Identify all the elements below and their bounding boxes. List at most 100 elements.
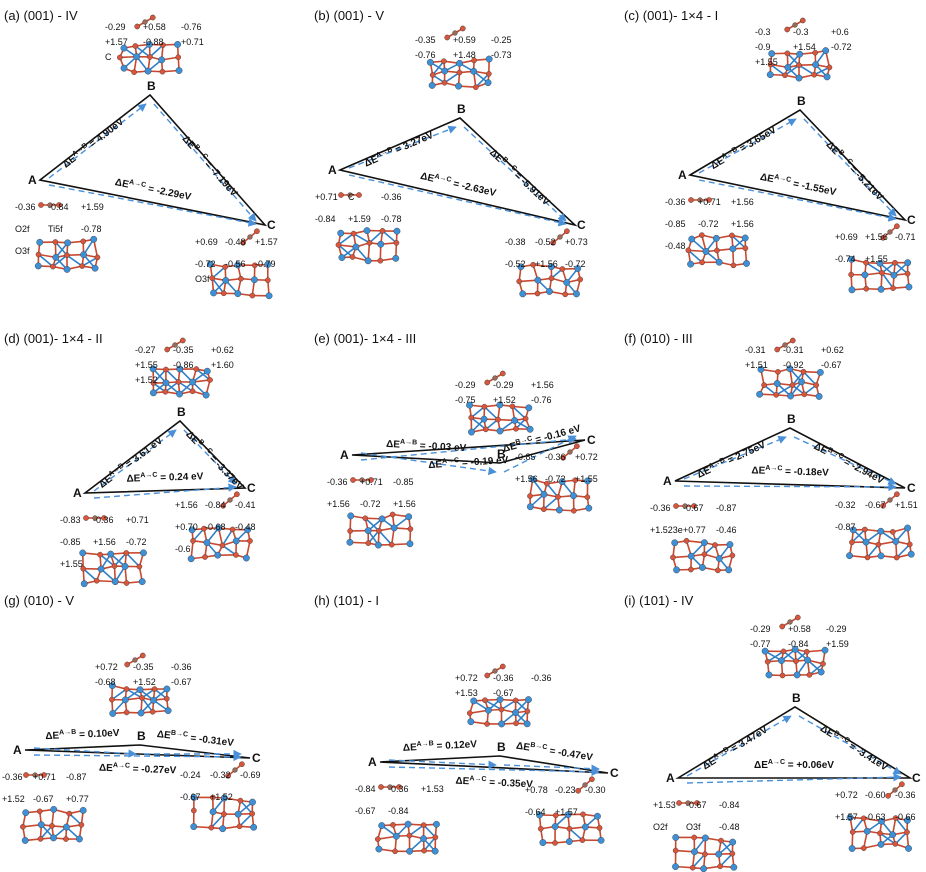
- charge-label: -0.36: [493, 673, 514, 683]
- o-atom: [164, 695, 170, 702]
- ti-atom: [529, 475, 537, 483]
- vertex-b: B: [787, 412, 796, 426]
- o-atom: [368, 477, 374, 483]
- o-atom: [220, 502, 226, 509]
- co2-c: [880, 223, 900, 241]
- structure-a: [346, 511, 414, 549]
- o-atom: [555, 494, 561, 500]
- charge-label: +1.56: [175, 500, 198, 510]
- ti-atom: [498, 720, 505, 728]
- o-atom: [389, 511, 396, 518]
- charge-label: -0.78: [381, 214, 402, 224]
- bond: [408, 824, 425, 837]
- charge-label: -0.31: [783, 345, 804, 355]
- o-atom: [50, 263, 56, 270]
- energy-value: = -0.31eV: [187, 733, 235, 749]
- ti-atom: [688, 235, 696, 243]
- c-atom: [887, 497, 893, 503]
- ti-atom: [175, 67, 183, 74]
- energy-value: = -3.37eV: [205, 451, 245, 492]
- bond: [82, 568, 98, 582]
- ti-atom: [581, 823, 589, 831]
- vertex-c: C: [907, 213, 916, 227]
- o-atom: [193, 366, 200, 372]
- charge-label: +1.54: [793, 42, 816, 52]
- charge-label: +0.62: [821, 345, 844, 355]
- o-atom: [495, 416, 501, 423]
- ti-atom: [804, 656, 811, 664]
- ti-atom: [63, 266, 71, 273]
- o-atom: [481, 403, 488, 410]
- ti-atom: [511, 417, 518, 424]
- panel-title: (h) (101) - I: [314, 593, 379, 608]
- o-atom: [673, 503, 679, 509]
- ti-atom: [232, 537, 240, 545]
- ti-atom: [466, 401, 473, 409]
- delta-e: ΔE: [428, 459, 443, 471]
- charge-label: -0.72: [360, 499, 381, 509]
- ti-atom: [796, 50, 804, 58]
- c-atom: [792, 22, 798, 28]
- co2-c: [220, 491, 240, 509]
- o-atom: [848, 271, 854, 278]
- delta-e: ΔE: [696, 465, 713, 481]
- o-atom: [534, 290, 541, 297]
- charge-label: +1.60: [211, 360, 234, 370]
- charge-label: -0.68: [205, 522, 226, 532]
- ti-atom: [190, 823, 198, 831]
- o-atom: [123, 686, 130, 692]
- o-atom: [459, 25, 466, 32]
- bond: [211, 266, 226, 279]
- bond: [337, 244, 354, 258]
- bond: [38, 253, 54, 268]
- o-atom: [877, 830, 883, 837]
- ti-atom: [455, 82, 462, 90]
- vertex-a: A: [678, 168, 687, 182]
- charge-label: -0.48: [225, 237, 246, 247]
- ti-atom: [787, 392, 794, 400]
- charge-label: +1.55: [575, 474, 598, 484]
- charge-label: -0.36: [388, 784, 409, 794]
- charge-label: -0.84: [48, 202, 69, 212]
- ti-atom: [219, 825, 227, 833]
- o-atom: [892, 259, 898, 266]
- structure-b: [108, 682, 172, 717]
- charge-label: -0.36: [93, 515, 114, 525]
- path-a-b: [348, 125, 457, 169]
- vertex-c: C: [247, 481, 256, 495]
- delta-e: ΔE: [126, 473, 141, 484]
- c-atom: [557, 234, 563, 240]
- o-atom: [699, 232, 705, 238]
- o-atom: [407, 526, 414, 532]
- o-atom: [589, 776, 595, 783]
- path-a-b: [33, 747, 137, 758]
- ti-atom: [108, 682, 116, 690]
- ti-atom: [251, 276, 258, 284]
- ti-atom: [264, 261, 272, 268]
- path-a-c: [388, 766, 600, 777]
- delta-e: ΔE: [45, 731, 60, 743]
- ti-atom: [79, 549, 87, 557]
- o-atom: [789, 337, 796, 344]
- ti-atom: [784, 63, 792, 71]
- charge-label: -0.69: [240, 770, 261, 780]
- ti-atom: [97, 565, 105, 573]
- charge-label: -0.85: [393, 477, 414, 487]
- o-atom: [149, 709, 156, 715]
- ti-atom: [793, 671, 801, 679]
- structure-c: [190, 794, 258, 833]
- ti-atom: [76, 835, 83, 843]
- c-atom: [347, 192, 353, 198]
- o-atom: [904, 829, 910, 835]
- o-atom: [379, 228, 386, 234]
- c-atom: [582, 782, 588, 788]
- vertex-c: C: [610, 766, 619, 780]
- c-atom: [782, 342, 788, 348]
- energy-value: = -0.47eV: [546, 745, 594, 763]
- charge-label: -0.84: [355, 784, 376, 794]
- ti-atom: [551, 823, 559, 830]
- ti-atom: [526, 425, 534, 433]
- bond: [368, 230, 384, 244]
- charge-label: -0.71: [895, 232, 916, 242]
- bond: [165, 368, 180, 383]
